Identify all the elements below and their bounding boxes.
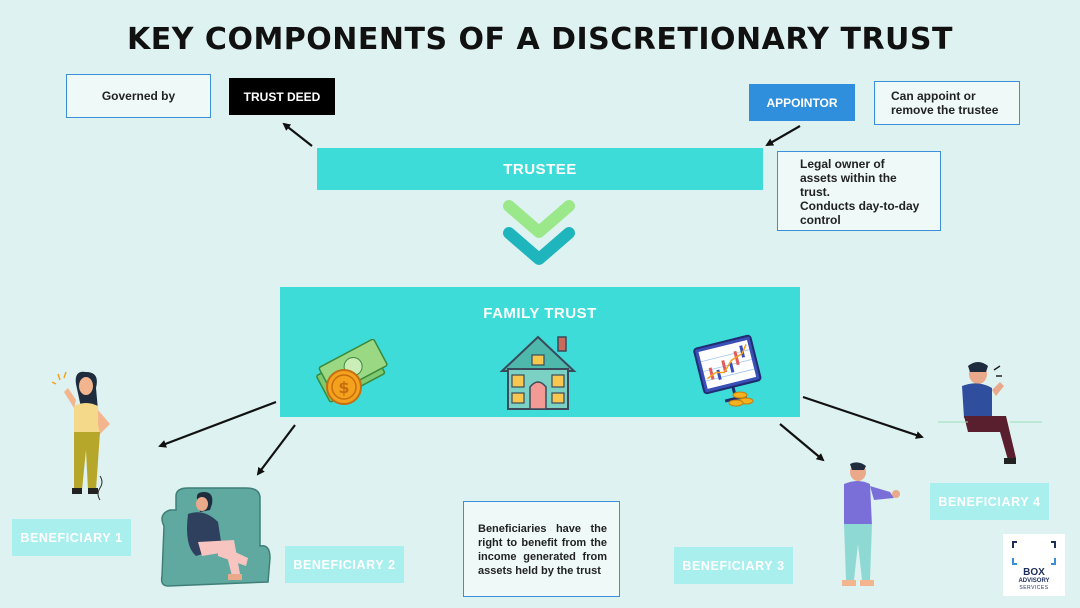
money-icon: $: [316, 339, 388, 405]
logo-text-box: BOX: [1023, 567, 1045, 578]
logo-bracket-icon: [1012, 541, 1056, 565]
trust-deed-label: TRUST DEED: [243, 89, 321, 104]
trustee-note-line: assets within the: [800, 171, 897, 185]
beneficiaries-note-box: Beneficiaries have the right to benefit …: [463, 501, 620, 597]
arrow-trust-to-ben4: [802, 395, 924, 439]
appointor-note-line: Can appoint or: [891, 89, 976, 103]
appointor-label: APPOINTOR: [766, 95, 838, 110]
beneficiary-1-illustration: [52, 371, 110, 501]
arrow-trust-to-ben2: [256, 424, 296, 476]
appointor-box: APPOINTOR: [749, 84, 855, 121]
arrow-trustee-to-deed: [282, 122, 313, 147]
beneficiary-4-label: BENEFICIARY 4: [930, 483, 1049, 520]
svg-text:$: $: [338, 378, 349, 397]
diagram-title: KEY COMPONENTS OF A DISCRETIONARY TRUST: [127, 22, 953, 57]
house-icon: [499, 335, 577, 410]
beneficiary-2-illustration: [160, 487, 271, 587]
family-trust-label: FAMILY TRUST: [483, 305, 597, 322]
governed-by-box: Governed by: [66, 74, 211, 118]
company-logo: BOX ADVISORY SERVICES: [1003, 534, 1065, 596]
beneficiary-4-illustration: [938, 362, 1042, 464]
beneficiary-2-label: BENEFICIARY 2: [285, 546, 404, 583]
trustee-note-line: control: [800, 213, 841, 227]
arrow-trust-to-ben3: [779, 423, 825, 462]
trust-deed-box: TRUST DEED: [229, 78, 335, 115]
logo-text-services: SERVICES: [1019, 585, 1049, 591]
trustee-note-line: Conducts day-to-day: [800, 199, 920, 213]
trustee-box: TRUSTEE: [317, 148, 763, 190]
beneficiary-3-label: BENEFICIARY 3: [674, 547, 793, 584]
trustee-note-box: Legal owner of assets within the trust. …: [777, 151, 941, 231]
appointor-note-box: Can appoint or remove the trustee: [874, 81, 1020, 125]
governed-by-label: Governed by: [101, 89, 176, 103]
trustee-label: TRUSTEE: [503, 160, 577, 178]
beneficiaries-note-text: Beneficiaries have the right to benefit …: [478, 523, 607, 577]
trustee-note-line: trust.: [800, 185, 830, 199]
stock-chart-icon: [693, 334, 762, 407]
family-trust-box: FAMILY TRUST $: [280, 287, 800, 417]
appointor-note-line: remove the trustee: [891, 103, 999, 117]
arrow-appointor-to-trustee: [765, 125, 801, 146]
trustee-note-line: Legal owner of: [800, 157, 885, 171]
double-chevron-down-icon: [503, 200, 575, 265]
beneficiary-3-illustration: [842, 462, 900, 586]
logo-text-advisory: ADVISORY: [1018, 578, 1050, 584]
beneficiary-1-label: BENEFICIARY 1: [12, 519, 131, 556]
arrow-trust-to-ben1: [158, 400, 277, 448]
